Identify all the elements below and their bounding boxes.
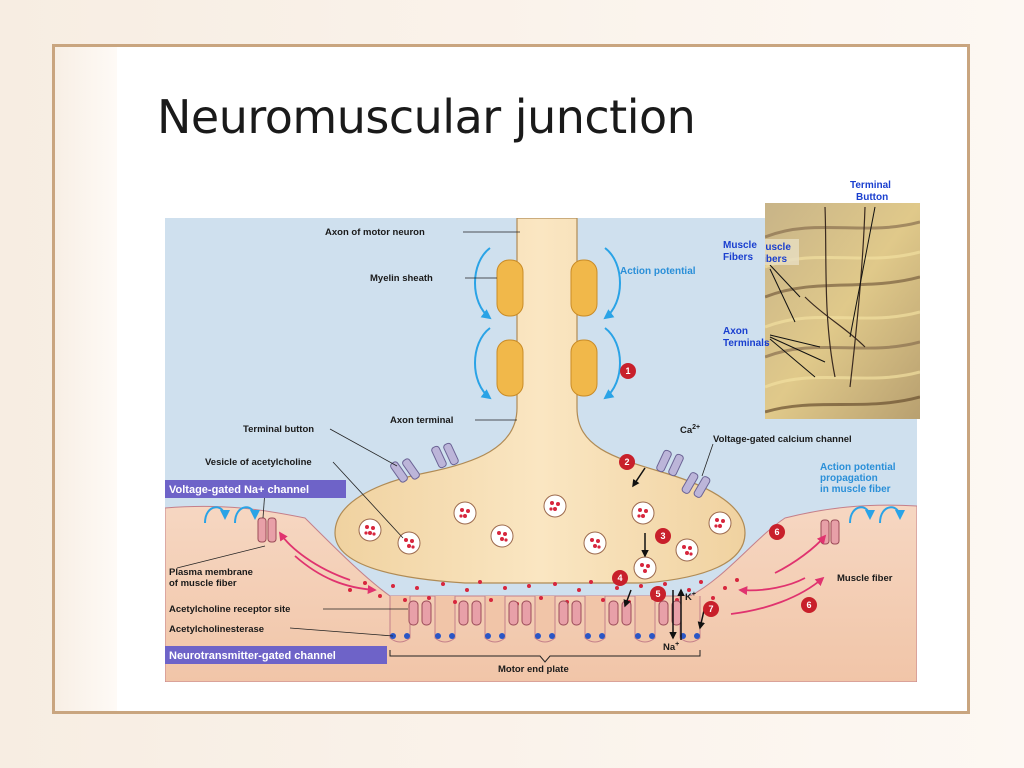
- calcium-channels: [390, 442, 711, 498]
- propagation-arrows: [279, 531, 827, 615]
- step-6-upper: 6: [769, 524, 785, 540]
- micrograph-axons: [804, 206, 866, 388]
- label-axon-terminal: Axon terminal: [390, 415, 453, 426]
- leader-lines: [176, 231, 714, 637]
- step-5: 5: [650, 586, 666, 602]
- banner-neurotransmitter-channel: [165, 646, 387, 664]
- label-neurotransmitter-gated-channel: Neurotransmitter-gated channel: [169, 650, 336, 662]
- myelin-sheath: [496, 259, 598, 397]
- photo-label-terminals: Terminals: [765, 338, 767, 349]
- label-voltage-gated-na-channel: Voltage-gated Na+ channel: [169, 484, 309, 496]
- step-1: 1: [620, 363, 636, 379]
- photo-label-bg-muscle: [765, 239, 799, 265]
- svg-text:6: 6: [806, 600, 811, 610]
- svg-text:3: 3: [660, 531, 665, 541]
- micrograph-pointer-lines: [769, 206, 876, 378]
- ach-vesicles: [358, 494, 732, 580]
- label-motor-end-plate: Motor end plate: [498, 664, 569, 675]
- action-potential-arrows: [474, 247, 621, 400]
- muscle-fiber-body: [165, 504, 917, 682]
- label-potassium-ion: K+: [685, 591, 696, 603]
- ach-molecules: [348, 578, 739, 606]
- slide-left-shade: [55, 47, 117, 711]
- slide-title: Neuromuscular junction: [157, 90, 696, 144]
- photo-label-button: Button: [856, 192, 888, 203]
- acetylcholinesterase-dots: [390, 633, 700, 639]
- step-6-lower: 6: [801, 597, 817, 613]
- photo-label-muscle: Muscle: [765, 242, 791, 253]
- photo-label-fibers: Fibers: [765, 254, 787, 265]
- step-7: 7: [703, 601, 719, 617]
- step-4: 4: [612, 570, 628, 586]
- svg-text:5: 5: [655, 589, 660, 599]
- micrograph-inset: Terminal Button Muscle Fibers Axon Termi…: [765, 177, 920, 419]
- junctional-folds: [389, 596, 701, 643]
- svg-text:2: 2: [624, 457, 629, 467]
- label-ach-receptor-site: Acetylcholine receptor site: [169, 604, 290, 615]
- micrograph-photo: [765, 203, 920, 419]
- label-terminal-button: Terminal button: [243, 424, 314, 435]
- label-action-potential: Action potential: [620, 266, 696, 277]
- label-vesicle-of-acetylcholine: Vesicle of acetylcholine: [205, 457, 312, 468]
- label-plasma-membrane-1: Plasma membrane: [169, 567, 253, 578]
- svg-text:1: 1: [625, 366, 630, 376]
- label-ap-propagation-2: propagation: [820, 473, 878, 484]
- ach-receptor-channels: [408, 600, 682, 626]
- label-sodium-ion: Na+: [663, 641, 679, 653]
- label-acetylcholinesterase: Acetylcholinesterase: [169, 624, 264, 635]
- step-markers: 1 2 3 4 5 6 6 7: [612, 363, 817, 617]
- svg-text:7: 7: [708, 604, 713, 614]
- mechanism-arrows: [623, 467, 706, 640]
- label-myelin-sheath: Myelin sheath: [370, 273, 433, 284]
- photo-label-terminal: Terminal: [850, 180, 891, 191]
- photo-side-label-axon: Axon: [723, 326, 748, 337]
- step-2: 2: [619, 454, 635, 470]
- svg-text:4: 4: [617, 573, 622, 583]
- na-channels: [257, 517, 840, 545]
- photo-label-bg-terminal: [845, 177, 920, 203]
- label-voltage-gated-calcium-channel: Voltage-gated calcium channel: [713, 434, 852, 445]
- label-muscle-fiber: Muscle fiber: [837, 573, 893, 584]
- photo-side-labels: Muscle Fibers: [723, 240, 768, 264]
- photo-side-label-terminals: Terminals: [723, 338, 770, 349]
- membrane-ap-arrows: [204, 506, 905, 524]
- step-3: 3: [655, 528, 671, 544]
- photo-side-label-muscle: Muscle: [723, 240, 757, 251]
- label-axon-of-motor-neuron: Axon of motor neuron: [325, 227, 425, 238]
- label-ap-propagation-3: in muscle fiber: [820, 484, 891, 495]
- neuromuscular-junction-diagram: Axon of motor neuron Myelin sheath Actio…: [165, 218, 917, 682]
- photo-side-labels-axon: Axon Terminals: [723, 326, 770, 350]
- motor-end-plate-bracket: [389, 650, 701, 663]
- banner-na-channel: [165, 480, 346, 498]
- label-ap-propagation-1: Action potential: [820, 462, 896, 473]
- label-plasma-membrane-2: of muscle fiber: [169, 578, 237, 589]
- svg-text:6: 6: [774, 527, 779, 537]
- label-calcium-ion: Ca2+: [680, 424, 700, 436]
- photo-side-label-fibers: Fibers: [723, 252, 754, 263]
